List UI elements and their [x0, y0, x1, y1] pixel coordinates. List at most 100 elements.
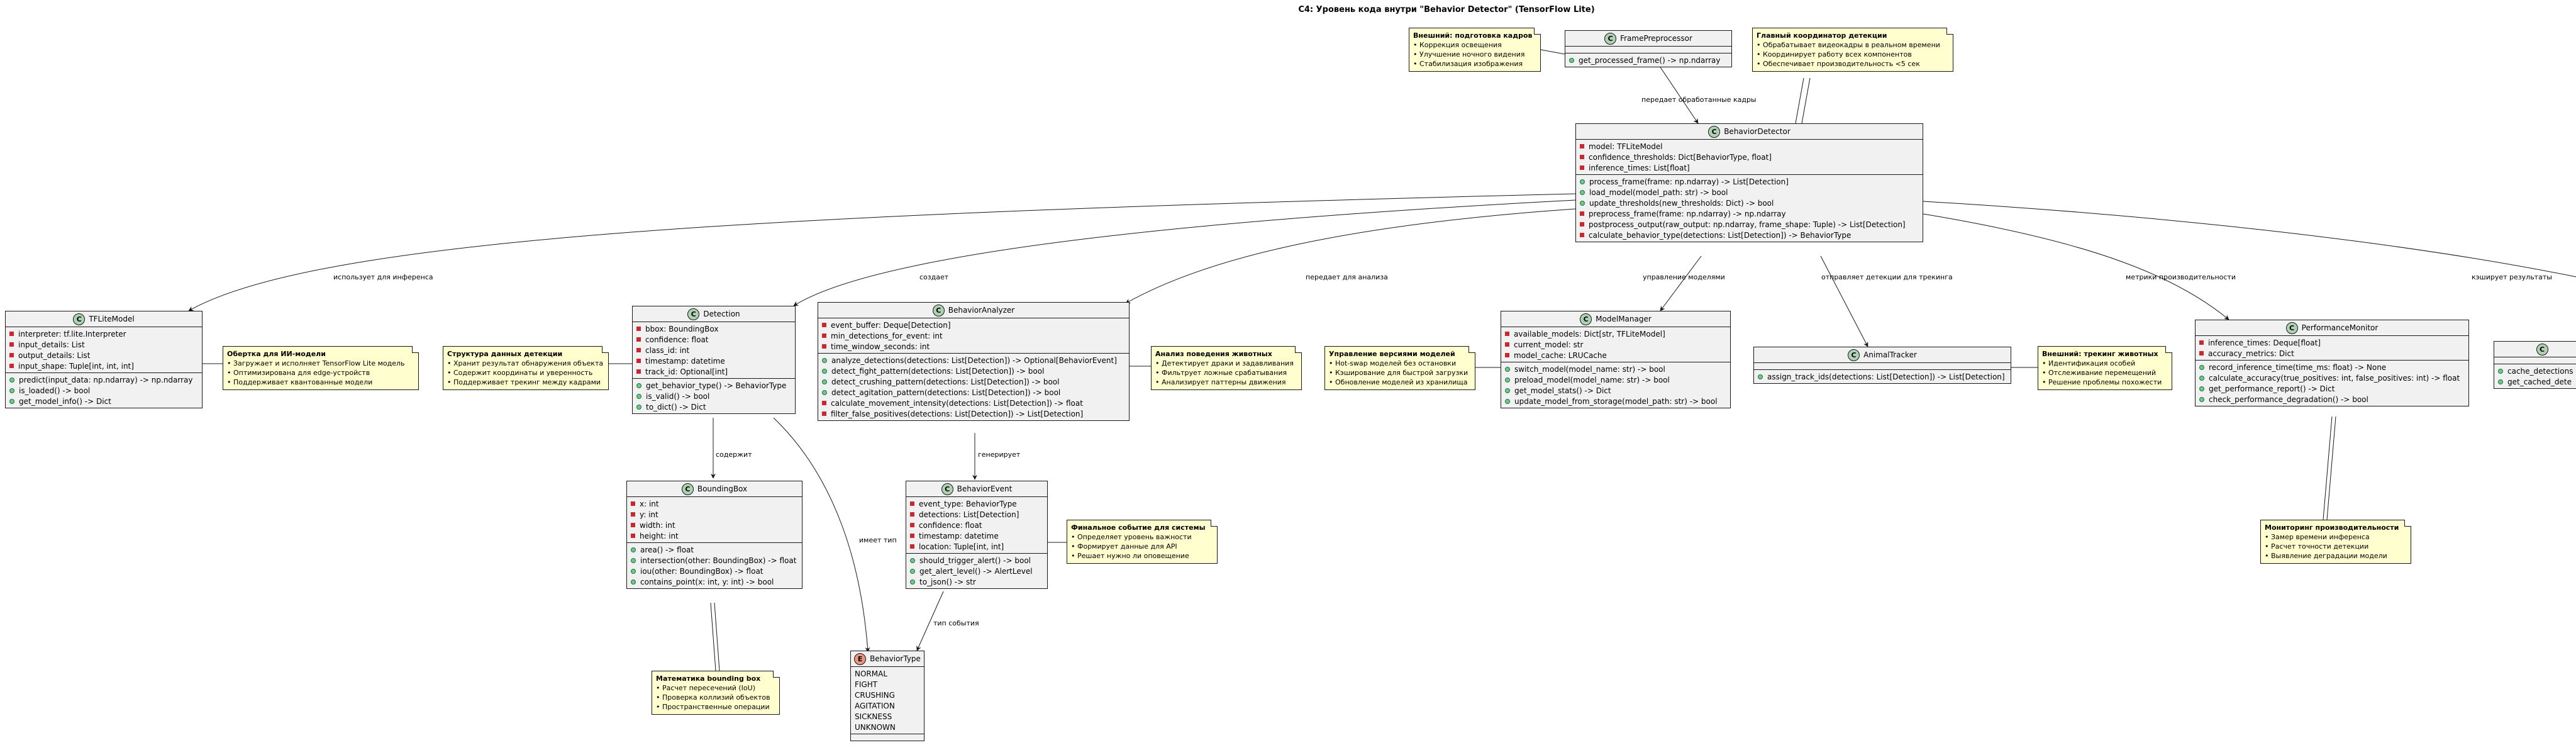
note-model-manager: Управление версиями моделейHot-swap моде… [1324, 346, 1475, 390]
public-visibility-icon [910, 557, 915, 563]
note-line: Поддерживает трекинг между кадрами [447, 378, 603, 387]
public-visibility-icon [1505, 388, 1510, 393]
class-field: location: Tuple[int, int] [906, 541, 1047, 552]
class-methods: record_inference_time(time_ms: float) ->… [2196, 361, 2468, 406]
class-method: get_behavior_type() -> BehaviorType [633, 380, 795, 391]
enum-value: UNKNOWN [855, 722, 896, 732]
enum-name: BehaviorType [870, 654, 921, 663]
private-visibility-icon [910, 544, 914, 549]
note-tflite: Обертка для ИИ-моделиЗагружает и исполня… [223, 346, 419, 390]
note-line: Проверка коллизий объектов [656, 693, 774, 702]
class-method: get_model_info() -> Dict [6, 396, 202, 406]
class-c-icon: C [941, 483, 953, 495]
method-text: to_json() -> str [919, 577, 976, 586]
public-visibility-icon [2498, 379, 2503, 384]
public-visibility-icon [631, 579, 636, 585]
public-visibility-icon [631, 568, 636, 574]
class-c-icon: C [681, 483, 694, 495]
field-text: timestamp: datetime [645, 356, 725, 366]
method-text: check_performance_degradation() -> bool [2209, 395, 2368, 404]
note-line: Оптимизирована для edge-устройств [227, 368, 413, 378]
note-line: Координирует работу всех компонентов [1757, 50, 1948, 59]
note-line: Содержит координаты и уверенность [447, 368, 603, 378]
class-method: to_json() -> str [906, 576, 1047, 587]
edge-detection-to-type [773, 417, 870, 652]
public-visibility-icon [822, 368, 827, 374]
class-method: is_loaded() -> bool [6, 385, 202, 396]
public-visibility-icon [2199, 396, 2204, 402]
class-field: event_type: BehaviorType [906, 498, 1047, 509]
method-text: filter_false_positives(detections: List[… [831, 409, 1084, 418]
field-text: bbox: BoundingBox [645, 324, 719, 333]
note-link-coordinator-b [1801, 77, 1811, 124]
note-tracker: Внешний: трекинг животныхИдентификация о… [2038, 346, 2172, 390]
enum-value: SICKNESS [855, 712, 892, 721]
public-visibility-icon [910, 568, 915, 574]
method-text: preprocess_frame(frame: np.ndarray) -> n… [1589, 209, 1786, 218]
diagram-title: C4: Уровень кода внутри "Behavior Detect… [1298, 5, 1595, 14]
method-text: should_trigger_alert() -> bool [919, 556, 1031, 565]
enum-e-icon: E [854, 652, 867, 665]
field-text: x: int [640, 499, 659, 508]
note-link-frame [1540, 49, 1565, 55]
private-visibility-icon [910, 512, 914, 517]
class-fields: inference_times: Deque[float]accuracy_me… [2196, 336, 2468, 361]
private-visibility-icon [636, 327, 641, 331]
public-visibility-icon [2199, 364, 2204, 370]
field-text: input_details: List [18, 340, 85, 349]
class-field: input_shape: Tuple[int, int, int] [6, 361, 202, 371]
method-text: is_valid() -> bool [646, 391, 710, 401]
note-title: Финальное событие для системы [1071, 523, 1206, 532]
note-line: Формирует данные для API [1071, 542, 1212, 551]
enum-value: NORMAL [855, 669, 888, 678]
class-method: detect_crushing_pattern(detections: List… [818, 376, 1129, 387]
class-method: process_frame(frame: np.ndarray) -> List… [1576, 176, 1923, 187]
class-name: PerformanceMonitor [2301, 323, 2379, 332]
method-text: analyze_detections(detections: List[Dete… [831, 355, 1117, 365]
edge-label-det-to-type: имеет тип [859, 536, 897, 544]
edge-detector-to-analyzer [1125, 208, 1576, 304]
class-method: detect_fight_pattern(detections: List[De… [818, 366, 1129, 376]
public-visibility-icon [1580, 200, 1585, 206]
field-text: model: TFLiteModel [1589, 142, 1663, 151]
class-c-icon: C [1580, 313, 1592, 325]
class-fields [2494, 357, 2576, 364]
class-field: confidence: float [906, 520, 1047, 530]
class-method: intersection(other: BoundingBox) -> floa… [627, 555, 802, 566]
field-text: inference_times: List[float] [1589, 163, 1690, 172]
field-text: height: int [640, 531, 679, 540]
class-method: get_performance_report() -> Dict [2196, 383, 2468, 394]
note-title: Главный координатор детекции [1757, 31, 1887, 40]
class-method: get_model_stats() -> Dict [1501, 385, 1730, 396]
class-methods: process_frame(frame: np.ndarray) -> List… [1576, 175, 1923, 242]
field-text: accuracy_metrics: Dict [2208, 349, 2294, 358]
class-field: x: int [627, 498, 802, 509]
class-method: postprocess_output(raw_output: np.ndarra… [1576, 219, 1923, 230]
method-text: load_model(model_path: str) -> bool [1589, 188, 1728, 197]
class-method: detect_agitation_pattern(detections: Lis… [818, 387, 1129, 398]
method-text: assign_track_ids(detections: List[Detect… [1767, 372, 2005, 381]
note-title: Управление версиями моделей [1329, 350, 1455, 358]
private-visibility-icon [1505, 342, 1509, 347]
edge-label-det-to-bbox: содержит [716, 451, 752, 459]
class-field: output_details: List [6, 350, 202, 361]
method-text: is_loaded() -> bool [19, 386, 91, 395]
class-c-icon: C [1604, 32, 1617, 45]
class-fields: event_buffer: Deque[Detection]min_detect… [818, 318, 1129, 354]
private-visibility-icon [822, 323, 826, 327]
